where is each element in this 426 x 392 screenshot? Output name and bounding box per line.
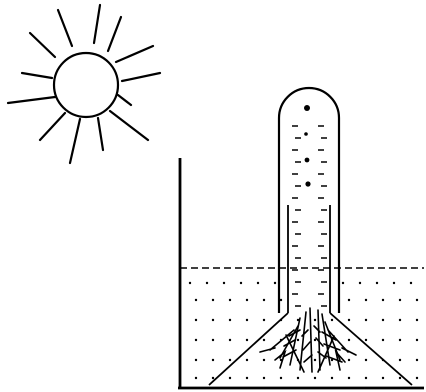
water-dot <box>263 319 265 321</box>
water-dot <box>393 282 395 284</box>
water-dot <box>348 339 350 341</box>
water-dot <box>240 282 242 284</box>
water-dot <box>314 359 316 361</box>
water-dot <box>246 359 248 361</box>
water-dot <box>348 299 350 301</box>
water-dot <box>365 377 367 379</box>
water-dot <box>246 299 248 301</box>
water-dot <box>195 359 197 361</box>
water-dot <box>416 299 418 301</box>
water-dot <box>399 299 401 301</box>
water-dot <box>212 377 214 379</box>
water-dot <box>274 282 276 284</box>
water-dot <box>348 377 350 379</box>
gas-bubble <box>304 105 310 111</box>
water-dot <box>416 377 418 379</box>
water-dot <box>212 339 214 341</box>
water-dot <box>195 377 197 379</box>
sun-icon <box>8 5 160 163</box>
water-dot <box>229 359 231 361</box>
water-dot <box>246 319 248 321</box>
water-dot <box>359 282 361 284</box>
water-dot <box>399 339 401 341</box>
water-dot <box>246 377 248 379</box>
water-dot <box>229 299 231 301</box>
water-dot <box>229 339 231 341</box>
sun-disc <box>54 53 118 117</box>
water-dot <box>416 339 418 341</box>
water-dot <box>382 299 384 301</box>
water-dot <box>410 282 412 284</box>
gas-bubble <box>305 181 310 186</box>
water-dot <box>189 282 191 284</box>
water-dot <box>382 339 384 341</box>
water-dot <box>280 377 282 379</box>
water-dot <box>229 377 231 379</box>
water-dot <box>297 377 299 379</box>
gas-bubble <box>305 158 310 163</box>
water-dot <box>206 282 208 284</box>
water-dot <box>263 299 265 301</box>
water-dot <box>342 282 344 284</box>
water-dot <box>195 339 197 341</box>
water-dot <box>365 319 367 321</box>
water-dot <box>314 319 316 321</box>
water-dot <box>376 282 378 284</box>
water-dot <box>382 377 384 379</box>
water-dot <box>331 377 333 379</box>
water-dot <box>365 339 367 341</box>
tube-liquid-dashes <box>292 126 327 306</box>
water-dot <box>399 359 401 361</box>
water-dot <box>314 377 316 379</box>
inverted-test-tube <box>279 88 339 313</box>
water-dot <box>297 339 299 341</box>
water-dot <box>331 319 333 321</box>
water-dot <box>365 299 367 301</box>
gas-bubbles <box>304 105 311 187</box>
water-dot <box>263 377 265 379</box>
water-dot <box>263 339 265 341</box>
water-dot <box>348 359 350 361</box>
water-dot <box>257 282 259 284</box>
sun-rays <box>8 5 160 163</box>
aquatic-plant <box>260 308 356 372</box>
water-dot <box>399 377 401 379</box>
water-dot <box>416 319 418 321</box>
water-dot <box>212 319 214 321</box>
water-dot <box>263 359 265 361</box>
water-dot <box>195 319 197 321</box>
water-dot <box>314 339 316 341</box>
water-dot <box>348 319 350 321</box>
water-dot <box>365 359 367 361</box>
water-dot <box>246 339 248 341</box>
water-dot <box>416 359 418 361</box>
water-dot <box>280 299 282 301</box>
water-dot <box>223 282 225 284</box>
water-dot <box>195 299 197 301</box>
water-dot <box>229 319 231 321</box>
water-dot <box>212 359 214 361</box>
water-dot <box>212 299 214 301</box>
water-dot <box>399 319 401 321</box>
gas-bubble <box>304 132 308 136</box>
water-dot <box>382 319 384 321</box>
